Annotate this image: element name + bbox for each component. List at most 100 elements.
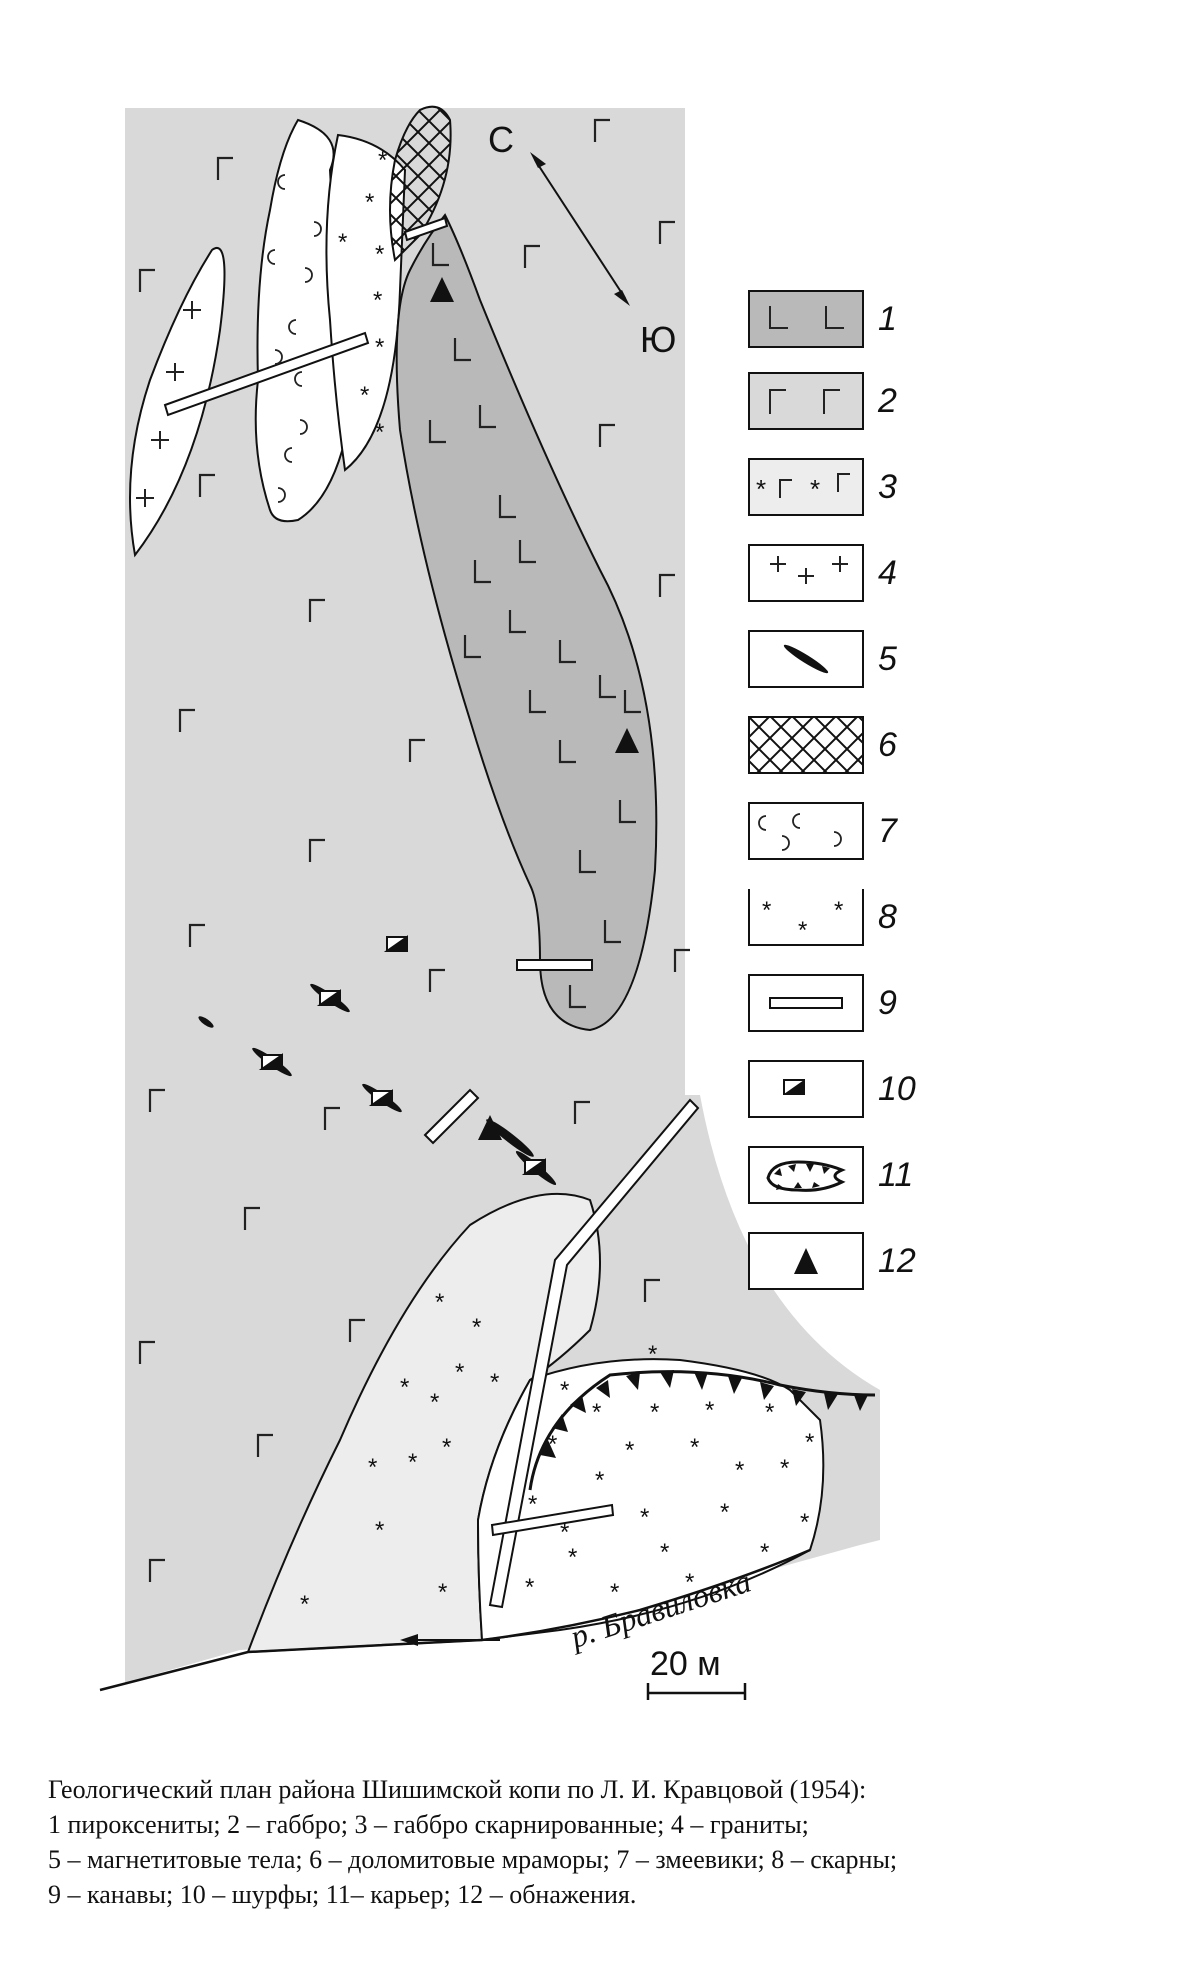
granite-symbols [136, 301, 201, 507]
pyroxenite-symbol [568, 985, 586, 1009]
skarn-symbol: * [685, 1569, 694, 1596]
skarn-symbol: * [650, 1399, 659, 1426]
skarn-symbol: * [375, 1517, 384, 1544]
skarn-symbol: * [378, 147, 387, 174]
gabbro-symbol [308, 838, 325, 862]
skarn-symbol: * [625, 1437, 634, 1464]
gabbro-symbol [658, 573, 675, 597]
gabbro-symbol [408, 738, 425, 762]
legend-swatch [748, 802, 864, 860]
serpentinite-symbol [277, 174, 286, 190]
gabbro-symbol [643, 1278, 660, 1302]
legend-item-gabbro: 2 [748, 372, 948, 430]
river-flow-arrowhead [400, 1634, 418, 1646]
caption-line: 5 – магнетитовые тела; 6 – доломитовые м… [48, 1845, 898, 1874]
serpentinite-symbol [277, 487, 286, 503]
legend-number: 2 [878, 382, 897, 420]
skarn-symbol: * [780, 1455, 789, 1482]
skarn-symbol: * [525, 1574, 534, 1601]
legend-swatch: * * [748, 458, 864, 516]
north-arrow [530, 152, 630, 306]
gabbro-symbol [178, 708, 195, 732]
legend-swatch [748, 716, 864, 774]
skarn-symbol: * [442, 1434, 451, 1461]
skarn-symbol: * [528, 1491, 537, 1518]
skarn-symbol: * [805, 1429, 814, 1456]
skarn-symbol: * [592, 1399, 601, 1426]
legend-swatch [748, 1060, 864, 1118]
legend-swatch [748, 290, 864, 348]
gabbro-symbol [188, 923, 205, 947]
serpentinite-symbols [267, 174, 322, 503]
pyroxenite-symbol [463, 635, 481, 659]
legend-swatch [748, 372, 864, 430]
pyroxenite-symbol [598, 675, 616, 699]
skarn-symbol: * [435, 1289, 444, 1316]
legend-item-dolomite-marble: 6 [748, 716, 948, 774]
svg-text:*: * [762, 897, 771, 924]
caption-line: 1 пироксениты; 2 – габбро; 3 – габбро ск… [48, 1810, 809, 1839]
scale-label: 20 м [650, 1645, 721, 1683]
serpentinite-symbol [267, 249, 276, 265]
north-label: С [488, 119, 514, 160]
pyroxenite-symbol [603, 920, 621, 944]
outcrops [430, 277, 639, 1140]
river-line [99, 1548, 811, 1692]
gabbro-symbol [523, 244, 540, 268]
skarn-symbol: * [375, 241, 384, 268]
pyroxenite-symbol [578, 850, 596, 874]
svg-text:*: * [834, 897, 843, 924]
serpentinite-symbol [284, 447, 293, 463]
caption-line: Геологический план района Шишимской копи… [48, 1775, 867, 1804]
gabbro-symbol [598, 423, 615, 447]
pyroxenite-body [395, 213, 658, 1032]
legend-item-outcrop: 12 [748, 1232, 948, 1290]
skarn-symbol: * [472, 1314, 481, 1341]
skarn-symbol: * [430, 1389, 439, 1416]
legend-number: 7 [878, 812, 897, 850]
skarn-symbol: * [568, 1544, 577, 1571]
pyroxenite-symbol [478, 405, 496, 429]
svg-text:*: * [756, 474, 766, 504]
skarn-symbol: * [373, 287, 382, 314]
pyroxenite-symbol [498, 495, 516, 519]
legend-swatch [748, 1146, 864, 1204]
legend-number: 1 [878, 300, 897, 338]
gabbro-symbol [428, 968, 445, 992]
skarn-symbol: * [375, 419, 384, 446]
skarn-symbol: * [365, 189, 374, 216]
legend-number: 4 [878, 554, 897, 592]
quarry-teeth [540, 1370, 868, 1458]
trenches [163, 216, 700, 1609]
serpentinite-symbol [299, 419, 308, 435]
skarn-symbol: * [735, 1457, 744, 1484]
pyroxenite-symbol [428, 420, 446, 444]
scale-bar [646, 1683, 747, 1700]
svg-text:*: * [798, 917, 807, 944]
pyroxenite-symbol [618, 800, 636, 824]
legend-swatch [748, 974, 864, 1032]
bank-area [100, 1540, 880, 1700]
quarry-edge [528, 1370, 876, 1491]
skarn-symbol: * [765, 1399, 774, 1426]
legend-number: 3 [878, 468, 897, 506]
legend-number: 10 [878, 1070, 916, 1108]
serpentinite-symbol [274, 349, 283, 365]
pyroxenite-symbol [518, 540, 536, 564]
legend-number: 11 [878, 1156, 914, 1194]
legend-number: 6 [878, 726, 897, 764]
skarn-symbol: * [438, 1579, 447, 1606]
skarn-symbol: * [648, 1341, 657, 1368]
skarn-symbol: * [375, 334, 384, 361]
pyroxenite-symbol [623, 690, 641, 714]
skarn-symbol: * [490, 1369, 499, 1396]
skarn-symbol: * [690, 1434, 699, 1461]
skarn-symbol: * [338, 229, 347, 256]
legend-item-granite: 4 [748, 544, 948, 602]
serpentinite-symbol [294, 371, 303, 387]
svg-text:*: * [810, 474, 820, 504]
pyroxenite-symbol [473, 560, 491, 584]
skarn-symbol: * [595, 1467, 604, 1494]
serpentinite-symbol [313, 221, 322, 237]
geological-map: ****************************************… [99, 105, 880, 1700]
